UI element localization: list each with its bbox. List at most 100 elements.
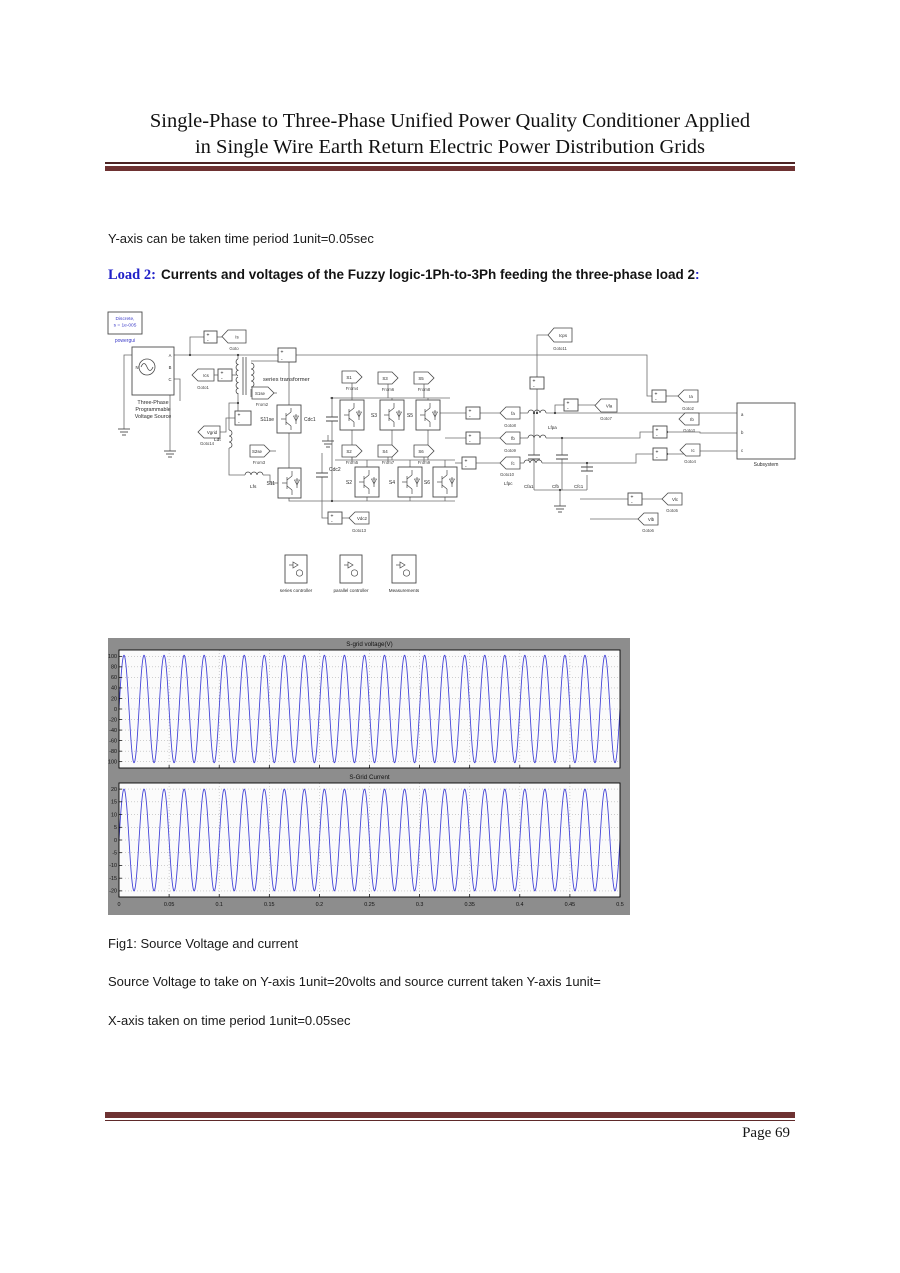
diagram-label: Ldt: [214, 437, 221, 443]
measurement-block: [461, 456, 477, 470]
controller-glyph: [350, 569, 359, 577]
controller-glyph: [399, 561, 406, 569]
diode-glyph: [294, 479, 300, 486]
measurement-block: [563, 398, 579, 412]
minus-sign: -: [207, 338, 209, 344]
plus-sign: +: [533, 379, 536, 385]
paper-title-line1: Single-Phase to Three-Phase Unified Powe…: [149, 110, 751, 132]
diagram-label: powergui: [115, 338, 135, 344]
sine-source-icon: [138, 358, 156, 376]
diagram-label: S6: [424, 480, 430, 486]
wire: [296, 354, 652, 397]
y-tick-label: 80: [111, 665, 117, 671]
plus-sign: +: [656, 428, 659, 434]
tag-text: S1: [346, 375, 352, 380]
x-tick-label: 0: [118, 902, 121, 908]
tag-label: Goto10: [500, 472, 515, 477]
y-tick-label: -15: [109, 876, 117, 882]
wire: [228, 393, 239, 430]
minus-sign: -: [469, 439, 471, 445]
x-tick-label: 0.25: [364, 902, 375, 908]
diagram-label: Cfc1: [574, 484, 584, 489]
tag-label: Goto14: [200, 441, 215, 446]
diagram-label: series controller: [280, 588, 313, 593]
tag-label: Goto: [229, 346, 239, 351]
minus-sign: -: [331, 519, 333, 525]
goto-tag: [678, 412, 700, 426]
wire: [228, 448, 245, 476]
igbt-glyph: [441, 474, 448, 480]
tag-text: S2se: [252, 449, 263, 454]
simulink-diagram-svg: +-+-+-+-+-+-+-+-+-+-+-+-+-+-IsGotoIcsGot…: [107, 311, 796, 593]
igbt-glyph: [388, 417, 395, 423]
junction-dot: [553, 411, 557, 415]
from-tag: [251, 386, 275, 400]
minus-sign: -: [281, 357, 283, 363]
igbt-glyph: [286, 485, 293, 491]
igbt-glyph: [348, 417, 355, 423]
measurement-block: [217, 368, 233, 382]
diagram-label: Lfs: [250, 484, 257, 490]
igbt-glyph: [406, 474, 413, 480]
x-tick-label: 0.05: [164, 902, 175, 908]
voltage-source-block: [131, 346, 175, 396]
tag-label: Goto13: [352, 528, 367, 533]
y-tick-label: -80: [109, 749, 117, 755]
igbt-glyph: [285, 421, 292, 427]
tag-text: Vdc2: [357, 516, 368, 521]
goto-tag: [594, 398, 618, 413]
plus-sign: +: [221, 371, 224, 377]
y-tick-label: 0: [114, 838, 117, 844]
measurement-block: [652, 425, 668, 439]
from-tag: [377, 371, 399, 385]
inductor-icon: [244, 471, 264, 476]
diagram-label: a: [741, 412, 744, 417]
y-tick-label: 0: [114, 707, 117, 713]
tag-label: From4: [346, 386, 359, 391]
junction-dot: [585, 461, 589, 465]
diagram-label: parallel controller: [334, 588, 369, 593]
diagram-label: Cdc1: [304, 417, 316, 423]
diagram-label: S4: [389, 480, 395, 486]
igbt-block-s3: [379, 399, 405, 431]
igbt-glyph: [424, 407, 431, 413]
igbt-block-s5: [415, 399, 441, 431]
measurement-block: [203, 330, 218, 344]
plus-sign: +: [281, 350, 284, 356]
paper-title-line2: in Single Wire Earth Return Electric Pow…: [194, 136, 706, 158]
y-tick-label: 15: [111, 800, 117, 806]
measurement-block: [652, 447, 668, 461]
y-tick-label: -100: [108, 759, 117, 765]
body-text-yaxis: Y-axis can be taken time period 1unit=0.…: [108, 231, 374, 246]
controller-glyph: [295, 569, 304, 577]
igbt-glyph: [441, 484, 448, 490]
plot-title: S-grid voltage(V): [346, 641, 392, 648]
diagram-label: Three-Phase: [137, 400, 168, 406]
diode-glyph: [356, 411, 362, 418]
caption-source-voltage: Source Voltage to take on Y-axis 1unit=2…: [108, 974, 601, 989]
y-tick-label: -60: [109, 738, 117, 744]
goto-tag: [191, 368, 215, 382]
goto-tag: [499, 456, 521, 470]
inductor-icon: [228, 429, 233, 449]
tag-label: Goto8: [504, 423, 516, 428]
minus-sign: -: [656, 433, 658, 439]
diagram-label: Voltage Source: [135, 414, 172, 420]
goto-tag: [348, 511, 370, 525]
diagram-label: s = 1e-005: [114, 323, 137, 329]
diagram-label: S11se: [260, 417, 274, 423]
inductor-icon: [527, 409, 547, 414]
measurement-block: [651, 389, 667, 403]
diagram-label: N: [135, 365, 138, 370]
goto-tag: [677, 389, 699, 403]
wire: [220, 417, 235, 433]
tag-text: Vlb: [648, 517, 655, 522]
tag-text: fb: [511, 436, 515, 441]
igbt-glyph: [286, 475, 293, 481]
diode-glyph: [432, 411, 438, 418]
tag-text: Ic: [691, 448, 695, 453]
y-tick-label: 40: [111, 686, 117, 692]
plus-sign: +: [631, 495, 634, 501]
igbt-block-s4: [397, 466, 423, 498]
plus-sign: +: [238, 413, 241, 419]
